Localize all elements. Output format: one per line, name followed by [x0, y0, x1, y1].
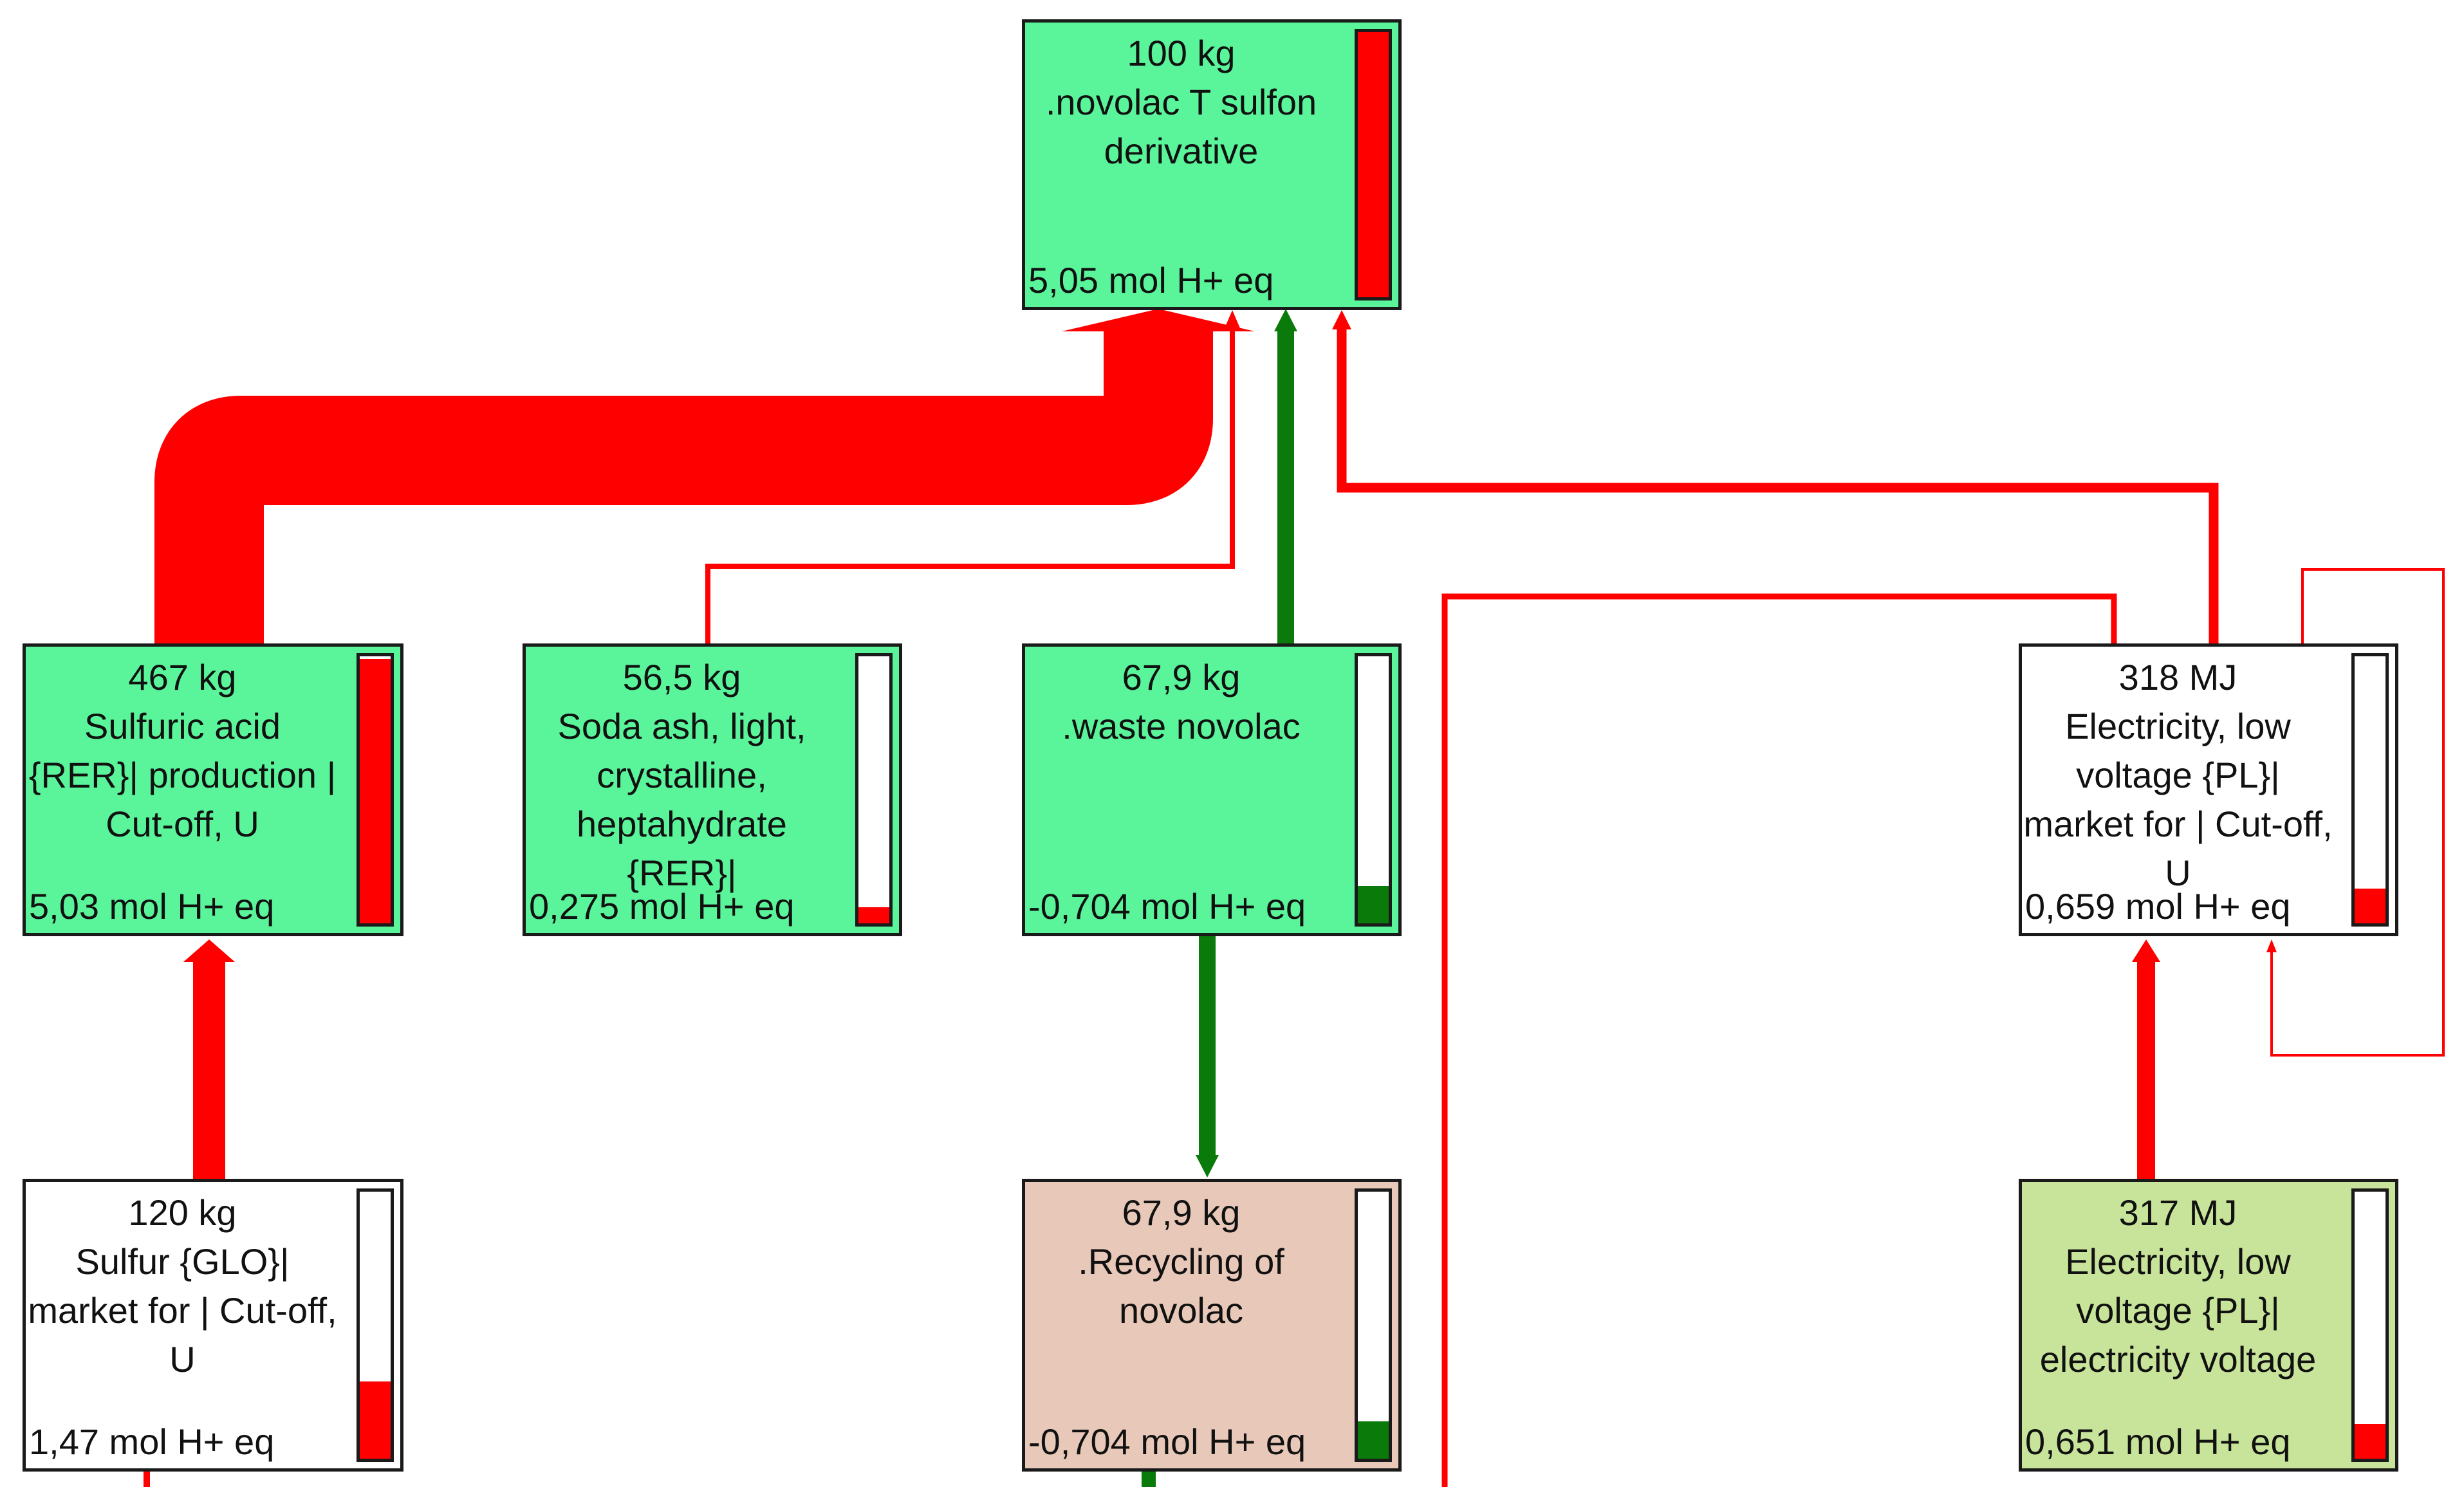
node-amount: 318 MJ [2118, 657, 2237, 697]
arrowhead-elec-self-loop [2266, 939, 2277, 952]
process-node-novolac-t-sulfon[interactable]: 100 kg .novolac T sulfon derivative 5,05… [1022, 19, 1402, 310]
process-node-recycling-novolac[interactable]: 67,9 kg .Recycling of novolac -0,704 mol… [1022, 1179, 1402, 1472]
arrowhead-sulfuric-to-top [1062, 309, 1255, 331]
node-amount: 67,9 kg [1122, 1192, 1241, 1233]
flow-elec-to-offpage[interactable] [1441, 593, 2117, 1487]
impact-bar [855, 653, 893, 927]
process-node-sulfuric-acid[interactable]: 467 kg Sulfuric acid {RER}| production |… [23, 643, 403, 936]
impact-bar-fill [1358, 1421, 1389, 1459]
node-title: Sulfuric acid {RER}| production | Cut-of… [28, 706, 337, 844]
process-node-waste-novolac[interactable]: 67,9 kg .waste novolac -0,704 mol H+ eq [1022, 643, 1402, 936]
node-title: .waste novolac [1062, 706, 1301, 746]
arrowhead-soda-to-top [1225, 310, 1240, 328]
impact-bar-fill [360, 1381, 391, 1459]
node-title: Soda ash, light, crystalline, heptahydra… [557, 706, 806, 893]
impact-bar [1355, 653, 1392, 927]
node-amount: 467 kg [128, 657, 237, 697]
node-score: 5,05 mol H+ eq [1028, 260, 1274, 300]
flow-soda-to-top[interactable] [705, 322, 1235, 643]
impact-bar-fill [1358, 885, 1389, 923]
flow-elec-to-top[interactable] [1337, 325, 2219, 643]
node-title: Electricity, low voltage {PL}| market fo… [2023, 706, 2333, 893]
impact-bar-fill [2355, 889, 2385, 923]
impact-bar [357, 1188, 394, 1462]
impact-bar [2351, 1188, 2389, 1462]
arrowhead-waste-to-recycling [1196, 1155, 1219, 1178]
node-score: -0,704 mol H+ eq [1028, 1421, 1306, 1462]
flow-sulfuric-to-top[interactable] [154, 328, 1213, 643]
impact-bar [1355, 29, 1392, 300]
node-amount: 317 MJ [2118, 1192, 2237, 1233]
node-amount: 120 kg [128, 1192, 237, 1233]
arrowhead-sulfur-to-sulfuric [183, 939, 235, 962]
node-amount: 67,9 kg [1122, 657, 1241, 697]
node-amount: 100 kg [1127, 33, 1236, 73]
node-title: .novolac T sulfon derivative [1045, 82, 1317, 171]
node-score: 0,651 mol H+ eq [2025, 1421, 2291, 1462]
node-score: 1,47 mol H+ eq [29, 1421, 275, 1462]
process-node-electricity-market[interactable]: 318 MJ Electricity, low voltage {PL}| ma… [2019, 643, 2398, 936]
process-node-soda-ash[interactable]: 56,5 kg Soda ash, light, crystalline, he… [523, 643, 902, 936]
impact-bar [357, 653, 394, 927]
impact-bar [2351, 653, 2389, 927]
node-title: .Recycling of novolac [1078, 1241, 1284, 1331]
node-amount: 56,5 kg [622, 657, 741, 697]
process-node-electricity-voltage[interactable]: 317 MJ Electricity, low voltage {PL}| el… [2019, 1179, 2398, 1472]
node-title: Sulfur {GLO}| market for | Cut-off, U [28, 1241, 337, 1380]
impact-bar-fill [360, 659, 391, 923]
node-title: Electricity, low voltage {PL}| electrici… [2039, 1241, 2317, 1380]
arrowhead-elec-to-top [1332, 310, 1351, 329]
impact-bar-fill [1358, 32, 1389, 297]
arrowhead-waste-to-top [1274, 309, 1297, 331]
impact-bar [1355, 1188, 1392, 1462]
flow-elec-self-loop[interactable] [2270, 568, 2445, 1057]
node-score: 0,659 mol H+ eq [2025, 886, 2291, 927]
node-score: 5,03 mol H+ eq [29, 886, 275, 927]
process-node-sulfur[interactable]: 120 kg Sulfur {GLO}| market for | Cut-of… [23, 1179, 403, 1472]
node-score: -0,704 mol H+ eq [1028, 886, 1306, 927]
node-score: 0,275 mol H+ eq [529, 886, 795, 927]
impact-bar-fill [858, 907, 889, 923]
arrowhead-voltage-to-market [2132, 939, 2160, 962]
impact-bar-fill [2355, 1424, 2385, 1459]
